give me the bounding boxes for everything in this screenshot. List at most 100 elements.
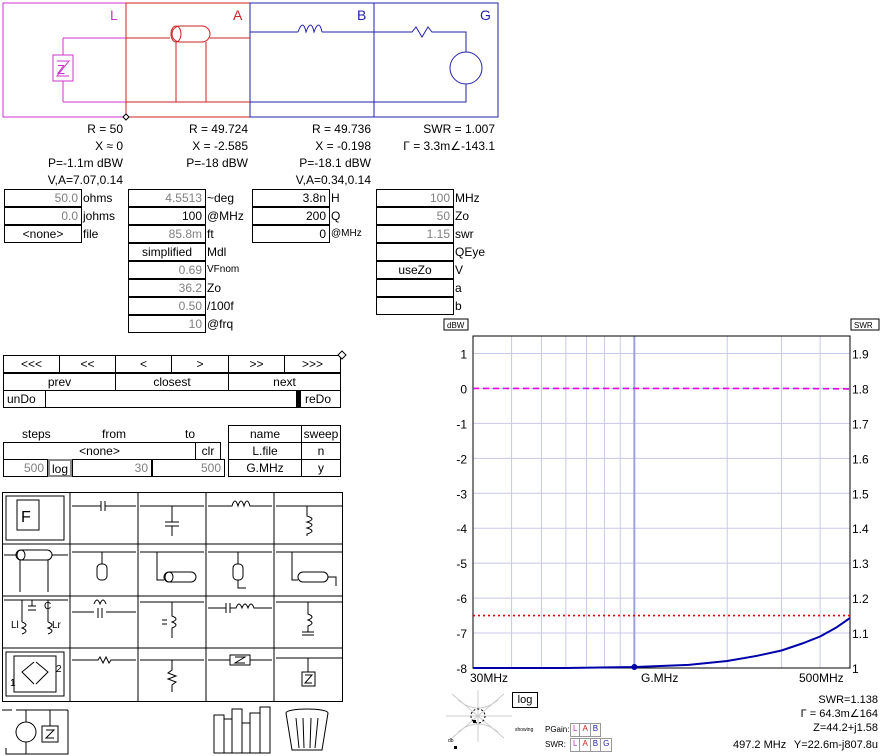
line-model-field[interactable]: simplified	[128, 243, 206, 261]
next-button[interactable]: next	[228, 373, 341, 391]
pgain-toggle-b[interactable]: B	[592, 724, 599, 733]
gen-mhz-field[interactable]: 100	[376, 189, 454, 207]
pgain-toggle-l[interactable]: L	[571, 724, 581, 736]
undo-history-bar[interactable]	[45, 390, 298, 408]
palette-shorted-series-stub-icon[interactable]	[276, 551, 342, 586]
closest-button[interactable]: closest	[115, 373, 229, 391]
component-palette: F C Ll Lr	[2, 492, 343, 702]
palette-shunt-resistor-icon[interactable]	[140, 659, 204, 692]
nav-forward-button[interactable]: >	[171, 355, 229, 373]
readout-a-r: R = 49.724	[188, 122, 248, 136]
line-loss-field[interactable]: 0.50	[128, 297, 206, 315]
nav-back-page-button[interactable]: <<	[59, 355, 116, 373]
inductor-mhz-unit: @MHz	[331, 228, 362, 239]
palette-lc-network-icon[interactable]: C Ll Lr	[4, 599, 68, 635]
line-frq-field[interactable]: 10	[128, 315, 206, 333]
books-icon[interactable]	[213, 705, 273, 755]
trash-icon[interactable]	[283, 708, 333, 754]
gen-qeye-field[interactable]	[376, 243, 454, 261]
gen-b-unit: b	[455, 299, 462, 313]
palette-series-lc-icon[interactable]	[208, 603, 272, 613]
palette-series-capacitor-icon[interactable]	[72, 501, 136, 511]
load-file-field[interactable]: <none>	[4, 225, 82, 243]
palette-shorted-stub-icon[interactable]	[208, 551, 272, 589]
line-deg-field[interactable]: 4.5513	[128, 189, 206, 207]
right-tick-label: 1	[852, 662, 859, 676]
left-tick-label: 0	[460, 382, 467, 396]
palette-series-tank-icon[interactable]	[72, 599, 136, 618]
inductor-mhz-field[interactable]: 0	[252, 225, 330, 243]
history-position-marker	[296, 390, 300, 408]
line-ft-field[interactable]: 85.8m	[128, 225, 206, 243]
gen-mhz-unit: MHz	[455, 191, 480, 205]
load-johms-field[interactable]: 0.0	[4, 207, 82, 225]
palette-open-stub-icon[interactable]	[140, 551, 204, 583]
gen-v-field[interactable]: useZo	[376, 261, 454, 279]
log-scale-button[interactable]: log	[512, 692, 538, 708]
steps-field[interactable]: 500	[3, 459, 48, 477]
undo-button[interactable]: unDo	[3, 390, 46, 408]
gen-zo-field[interactable]: 50	[376, 207, 454, 225]
swr-toggle-g[interactable]: G	[603, 739, 610, 748]
name-freq-button[interactable]: G.MHz	[228, 459, 302, 477]
line-zo-unit: Zo	[207, 281, 222, 295]
sweep-freq-toggle[interactable]: y	[301, 459, 341, 477]
generator-icon[interactable]	[250, 26, 483, 103]
inductor-h-field[interactable]: 3.8n	[252, 189, 330, 207]
load-z-label: Z	[57, 62, 65, 77]
line-zo-field[interactable]: 36.2	[128, 279, 206, 297]
swr-toggle-b[interactable]: B	[591, 739, 602, 751]
nav-last-button[interactable]: >>>	[284, 355, 341, 373]
log-toggle[interactable]: log	[48, 459, 72, 477]
redo-button[interactable]: reDo	[300, 390, 341, 408]
pgain-toggle-a[interactable]: A	[580, 724, 591, 736]
palette-series-line-2-icon[interactable]	[72, 551, 136, 581]
clear-button[interactable]: clr	[195, 442, 221, 460]
line-mhz-field[interactable]: 100	[128, 207, 206, 225]
palette-series-line-icon[interactable]	[4, 549, 68, 592]
transmission-line-icon[interactable]	[126, 25, 250, 103]
pgain-label: PGain:	[545, 725, 570, 734]
nav-back-button[interactable]: <	[115, 355, 172, 373]
smith-chart-icon[interactable]: db	[444, 688, 514, 754]
load-ohms-unit: ohms	[83, 191, 113, 205]
right-tick-label: 1.2	[852, 592, 869, 606]
load-ohms-field[interactable]: 50.0	[4, 189, 82, 207]
palette-series-resistor-icon[interactable]	[72, 655, 136, 665]
line-loss-unit: /100f	[207, 299, 234, 313]
load-z-icon[interactable]	[52, 38, 74, 102]
name-file-button[interactable]: L.file	[228, 442, 302, 460]
sweep-file-toggle[interactable]: n	[301, 442, 341, 460]
prev-button[interactable]: prev	[3, 373, 116, 391]
gen-swr-field[interactable]: 1.15	[376, 225, 454, 243]
palette-generator-icon[interactable]	[2, 700, 72, 756]
gen-b-field[interactable]	[376, 297, 454, 315]
response-chart[interactable]: 10-1-2-3-4-5-6-7-81.91.81.71.61.51.41.31…	[440, 316, 882, 696]
gen-a-field[interactable]	[376, 279, 454, 297]
left-tick-label: -5	[456, 557, 467, 571]
palette-transformer-icon[interactable]: 1 2	[5, 651, 65, 697]
svg-text:F: F	[21, 509, 31, 526]
palette-series-impedance-icon[interactable]	[208, 654, 272, 666]
swr-toggle-a[interactable]: A	[580, 739, 591, 751]
sweep-to-field[interactable]: 500	[152, 459, 225, 477]
palette-shunt-inductor-icon[interactable]	[276, 505, 342, 536]
sweep-from-field[interactable]: 30	[72, 459, 152, 477]
readout-b: R = 49.736 X = -0.198 P=-18.1 dBW V,A=0.…	[251, 121, 371, 189]
left-tick-label: -2	[456, 452, 467, 466]
palette-load-icon[interactable]: F	[5, 495, 65, 541]
gen-v-unit: V	[455, 263, 464, 277]
line-vfnom-field[interactable]: 0.69	[128, 261, 206, 279]
inductor-q-field[interactable]: 200	[252, 207, 330, 225]
palette-shunt-impedance-icon[interactable]	[276, 657, 342, 687]
inductor-icon[interactable]	[250, 24, 374, 34]
swr-toggle-l[interactable]: L	[571, 739, 581, 751]
nav-first-button[interactable]: <<<	[3, 355, 60, 373]
sweep-file-field[interactable]: <none>	[3, 442, 196, 460]
plot-frame	[472, 335, 851, 669]
palette-shunt-tank-icon[interactable]	[140, 601, 204, 638]
palette-series-inductor-icon[interactable]	[208, 500, 272, 508]
palette-shunt-capacitor-icon[interactable]	[140, 505, 204, 536]
palette-shunt-lc-icon[interactable]	[276, 601, 342, 636]
nav-forward-page-button[interactable]: >>	[228, 355, 285, 373]
